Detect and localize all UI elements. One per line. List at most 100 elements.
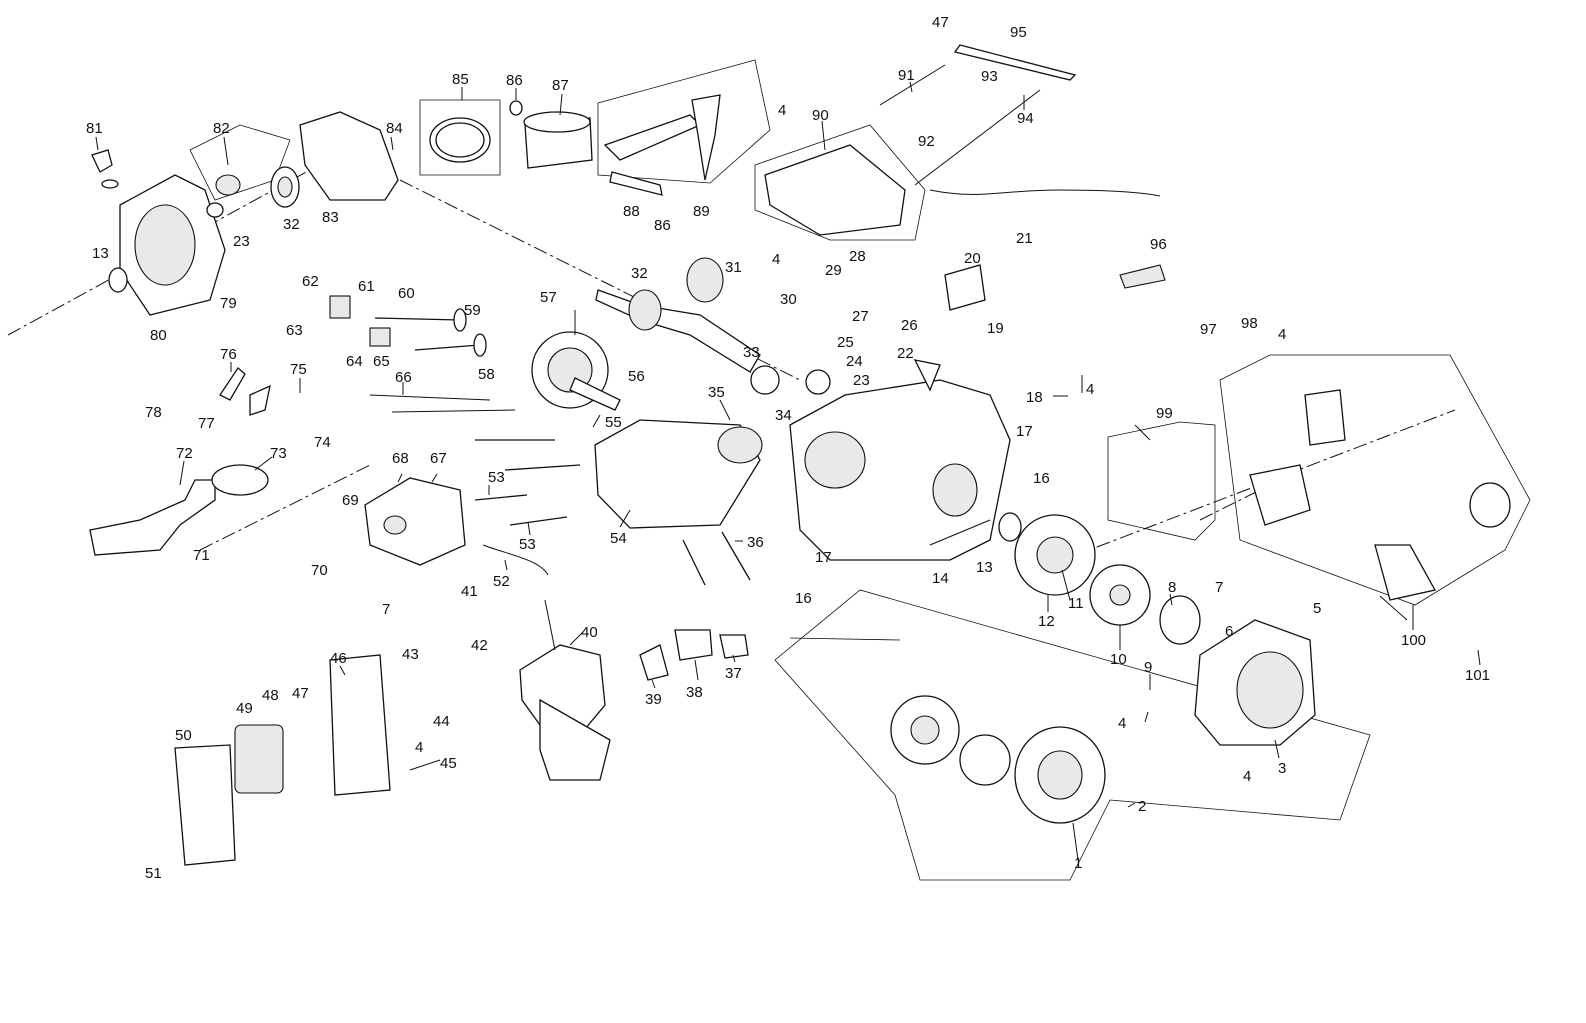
intake-gaskets	[639, 629, 749, 681]
callout-47: 47	[932, 14, 949, 31]
callout-36: 36	[747, 534, 764, 551]
group-boxes	[189, 59, 1531, 881]
callout-31: 31	[725, 259, 742, 276]
callout-3: 3	[1278, 760, 1286, 777]
callout-20: 20	[964, 250, 981, 267]
callout-41: 41	[461, 583, 478, 600]
leader-lines	[95, 81, 1481, 861]
callout-23: 23	[233, 233, 250, 250]
cylinder-head	[594, 419, 763, 529]
callout-10: 10	[1110, 651, 1127, 668]
callout-54: 54	[610, 530, 627, 547]
callout-4: 4	[415, 739, 423, 756]
callout-61: 61	[358, 278, 375, 295]
callout-97: 97	[1200, 321, 1217, 338]
callout-74: 74	[314, 434, 331, 451]
callout-7: 7	[382, 601, 390, 618]
callout-25: 25	[837, 334, 854, 351]
throttle-lever-93	[953, 44, 1077, 81]
callout-71: 71	[193, 547, 210, 564]
callout-66: 66	[395, 369, 412, 386]
callout-72: 72	[176, 445, 193, 462]
callout-13: 13	[92, 245, 109, 262]
callout-7: 7	[1215, 579, 1223, 596]
callout-18: 18	[1026, 389, 1043, 406]
rocker-arms	[219, 367, 271, 416]
callout-98: 98	[1241, 315, 1258, 332]
callout-9: 9	[1144, 659, 1152, 676]
callout-51: 51	[145, 865, 162, 882]
valve-springs	[329, 295, 391, 347]
callout-16: 16	[1033, 470, 1050, 487]
cooling-fan	[1089, 564, 1151, 626]
callout-34: 34	[775, 407, 792, 424]
callout-11: 11	[1068, 595, 1084, 612]
callout-90: 90	[812, 107, 829, 124]
recoil-starter	[890, 695, 1106, 824]
engine-block	[789, 359, 1011, 561]
callout-96: 96	[1150, 236, 1167, 253]
callout-17: 17	[815, 549, 832, 566]
callout-21: 21	[1016, 230, 1033, 247]
callout-39: 39	[645, 691, 662, 708]
callout-47: 47	[292, 685, 309, 702]
callout-16: 16	[795, 590, 812, 607]
callout-labels: 1 2 3 4 4 4 4 4 4 4 4 5 6 7 7 8 9 10 11 …	[86, 14, 1490, 882]
rods-91-94	[879, 64, 1161, 197]
callout-85: 85	[452, 71, 469, 88]
callout-86: 86	[506, 72, 523, 89]
callout-84: 84	[386, 120, 403, 137]
callout-91: 91	[898, 67, 915, 84]
callout-43: 43	[402, 646, 419, 663]
callout-23: 23	[853, 372, 870, 389]
flywheel	[1014, 514, 1096, 596]
callout-6: 6	[1225, 623, 1233, 640]
callout-53: 53	[519, 536, 536, 553]
callout-24: 24	[846, 353, 863, 370]
connecting-rod	[603, 94, 721, 196]
callout-88: 88	[623, 203, 640, 220]
callout-93: 93	[981, 68, 998, 85]
callout-1: 1	[1074, 855, 1082, 872]
electric-starter-motor	[1249, 389, 1511, 601]
callout-70: 70	[311, 562, 328, 579]
callout-22: 22	[897, 345, 914, 362]
callout-13: 13	[976, 559, 993, 576]
breather-tube-52	[482, 544, 549, 576]
callout-27: 27	[852, 308, 869, 325]
air-guide-cover	[764, 144, 906, 236]
bearings-33-23	[750, 365, 831, 395]
callout-45: 45	[440, 755, 457, 772]
callout-57: 57	[540, 289, 557, 306]
muffler-67-68	[364, 477, 466, 566]
callout-4: 4	[778, 102, 786, 119]
callout-12: 12	[1038, 613, 1055, 630]
camshaft-gear	[531, 331, 621, 411]
governor-gear	[206, 174, 241, 218]
callout-32: 32	[283, 216, 300, 233]
callout-75: 75	[290, 361, 307, 378]
callout-94: 94	[1017, 110, 1034, 127]
callout-55: 55	[605, 414, 622, 431]
air-filter-cover-50	[174, 744, 236, 866]
callout-4: 4	[1243, 768, 1251, 785]
callout-52: 52	[493, 573, 510, 590]
piston-rings	[429, 117, 491, 163]
piston	[509, 100, 593, 169]
callout-4: 4	[1086, 381, 1094, 398]
callout-89: 89	[693, 203, 710, 220]
callout-17: 17	[1016, 423, 1033, 440]
callout-99: 99	[1156, 405, 1173, 422]
callout-82: 82	[213, 120, 230, 137]
callout-64: 64	[346, 353, 363, 370]
callout-56: 56	[628, 368, 645, 385]
callout-81: 81	[86, 120, 103, 137]
stud-bolts-53-36	[474, 439, 751, 586]
callout-95: 95	[1010, 24, 1027, 41]
callout-5: 5	[1313, 600, 1321, 617]
callout-29: 29	[825, 262, 842, 279]
air-filter-element-49	[234, 724, 284, 794]
callout-87: 87	[552, 77, 569, 94]
rectifier-96	[1119, 264, 1166, 289]
